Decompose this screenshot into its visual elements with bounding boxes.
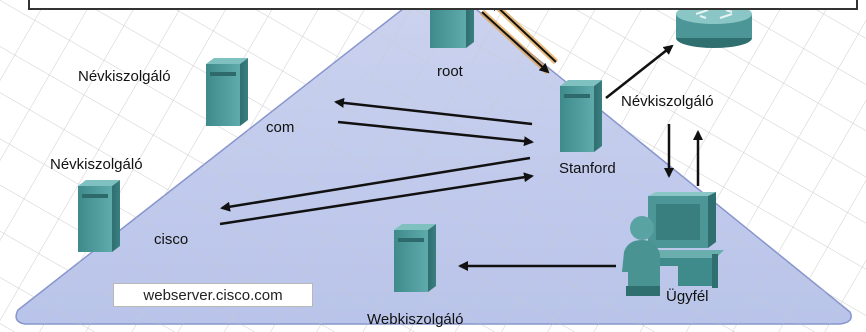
label-webkiszolgalo: Webkiszolgáló xyxy=(367,311,464,328)
label-cisco: cisco xyxy=(154,231,189,248)
top-banner-edge xyxy=(28,0,858,10)
arrow-stanford-to-router xyxy=(605,44,674,99)
arrow-cisco-to-stanford xyxy=(219,172,534,226)
query-url-text: webserver.cisco.com xyxy=(143,286,283,304)
arrow-com-to-stanford xyxy=(337,120,534,147)
label-ugyfel: Ügyfél xyxy=(666,288,709,305)
router-icon xyxy=(676,4,752,48)
stanford-server-icon xyxy=(560,80,602,152)
com-server-icon xyxy=(206,58,248,126)
web-server-icon xyxy=(394,224,436,292)
label-nevkiszolgalo-cisco: Névkiszolgáló xyxy=(50,156,143,173)
cisco-server-icon xyxy=(78,180,120,252)
query-url-box: webserver.cisco.com xyxy=(113,283,313,307)
label-stanford: Stanford xyxy=(559,160,616,177)
label-root: root xyxy=(437,63,463,80)
label-com: com xyxy=(266,119,295,136)
root-arrows xyxy=(479,0,559,75)
label-nevkiszolgalo-com: Névkiszolgáló xyxy=(78,68,171,85)
arrow-stanford-to-cisco xyxy=(220,156,531,212)
label-nevkiszolgalo-stanford: Névkiszolgáló xyxy=(621,93,714,110)
arrow-stanford-to-com xyxy=(334,97,533,126)
user-icon xyxy=(622,216,660,296)
